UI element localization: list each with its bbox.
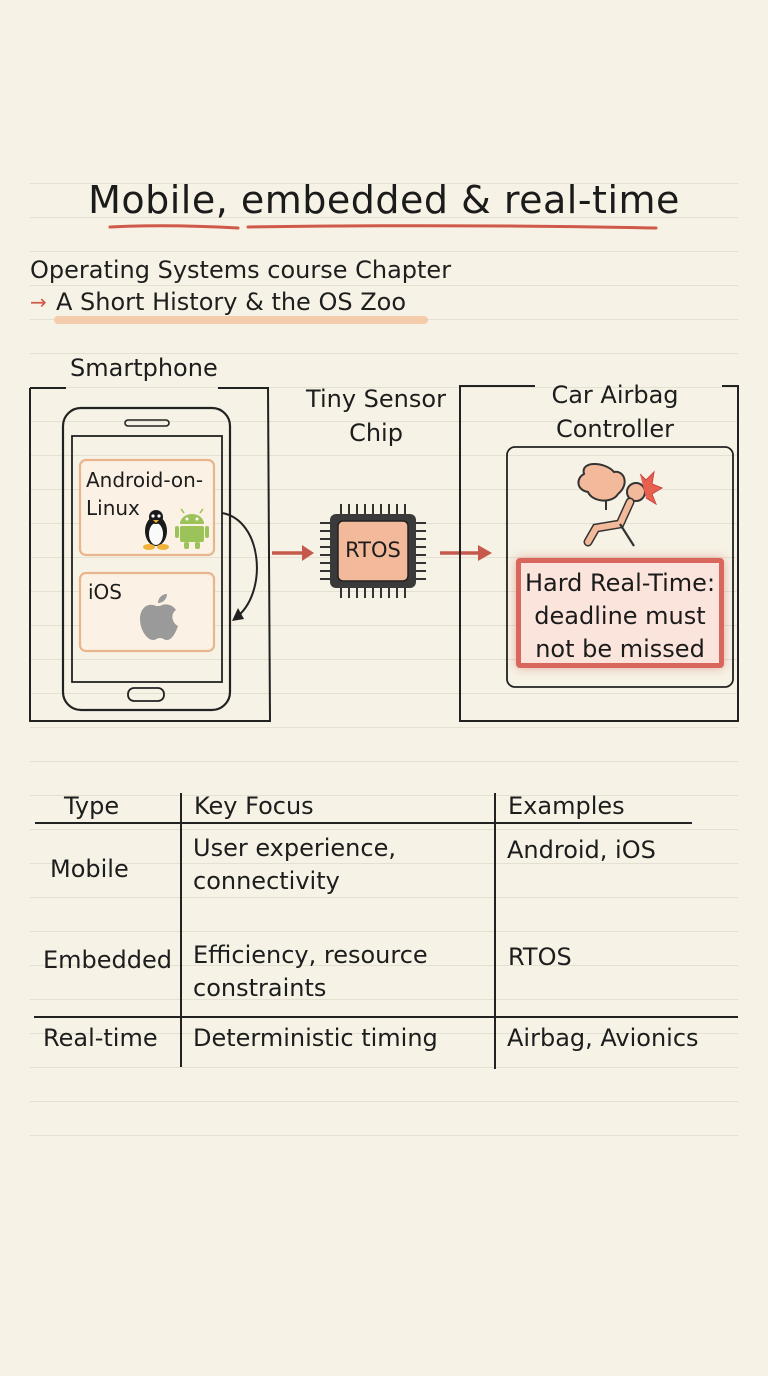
table-row-embedded-examples: RTOS bbox=[508, 943, 572, 971]
migration-arrow-head bbox=[232, 608, 244, 621]
hard-real-time-box: Hard Real-Time: deadline must not be mis… bbox=[516, 558, 724, 668]
smartphone-screen bbox=[71, 435, 223, 683]
subtitle-highlight bbox=[54, 316, 428, 324]
table-grid bbox=[34, 793, 738, 1069]
hard-rt-line1: Hard Real-Time: bbox=[524, 569, 716, 597]
mobile-focus-line2: connectivity bbox=[193, 867, 340, 895]
title-underline bbox=[108, 224, 658, 230]
hard-rt-line3: not be missed bbox=[535, 635, 705, 663]
table-row-mobile-type: Mobile bbox=[50, 855, 129, 883]
hard-real-time-text: Hard Real-Time: deadline must not be mis… bbox=[521, 567, 719, 666]
airbag-icon bbox=[577, 463, 664, 547]
car-label-line2: Controller bbox=[555, 415, 675, 443]
airbag-inner-box bbox=[506, 446, 734, 688]
table-row-realtime-focus: Deterministic timing bbox=[193, 1024, 438, 1052]
android-label-line2: Linux bbox=[86, 496, 140, 520]
sensor-chip-label: Tiny Sensor Chip bbox=[300, 382, 452, 450]
smartphone-speaker bbox=[124, 419, 170, 427]
smartphone-frame bbox=[29, 387, 272, 722]
page-title: Mobile, embedded & real-time bbox=[88, 178, 680, 222]
car-airbag-label: Car Airbag Controller bbox=[535, 378, 695, 446]
linux-penguin-icon bbox=[143, 510, 169, 550]
hard-rt-line2: deadline must bbox=[534, 602, 706, 630]
arrow-right-icon: → bbox=[30, 290, 47, 314]
course-subtitle: Operating Systems course Chapter bbox=[30, 256, 452, 284]
android-label: Android-on- Linux bbox=[86, 466, 203, 522]
table-row-embedded-focus: Efficiency, resource constraints bbox=[193, 939, 428, 1005]
car-label-line1: Car Airbag bbox=[551, 381, 679, 409]
smartphone-body bbox=[61, 406, 232, 712]
table-row-realtime-examples: Airbag, Avionics bbox=[507, 1024, 699, 1052]
rtos-chip-label: RTOS bbox=[345, 538, 401, 562]
apple-icon bbox=[140, 594, 178, 640]
table-header-examples: Examples bbox=[508, 792, 625, 820]
arrow-to-car bbox=[440, 545, 492, 561]
android-label-line1: Android-on- bbox=[86, 468, 204, 492]
chip-icon bbox=[320, 504, 426, 598]
arrow-to-chip bbox=[272, 545, 314, 561]
table-header-key-focus: Key Focus bbox=[194, 792, 314, 820]
table-row-mobile-focus: User experience, connectivity bbox=[193, 832, 396, 898]
ios-label: iOS bbox=[88, 580, 122, 604]
smartphone-label: Smartphone bbox=[70, 354, 218, 382]
table-row-mobile-examples: Android, iOS bbox=[507, 836, 656, 864]
car-frame bbox=[459, 385, 739, 722]
embedded-focus-line1: Efficiency, resource bbox=[193, 941, 428, 969]
android-icon bbox=[175, 508, 209, 549]
table-row-realtime-type: Real-time bbox=[43, 1024, 158, 1052]
chapter-subtitle: A Short History & the OS Zoo bbox=[56, 288, 407, 316]
embedded-focus-line2: constraints bbox=[193, 974, 327, 1002]
migration-arrow bbox=[221, 512, 258, 617]
table-row-embedded-type: Embedded bbox=[43, 946, 173, 974]
smartphone-home-button bbox=[127, 687, 165, 702]
table-header-type: Type bbox=[64, 792, 120, 820]
sensor-label-line2: Chip bbox=[349, 419, 403, 447]
sensor-label-line1: Tiny Sensor bbox=[306, 385, 446, 413]
mobile-focus-line1: User experience, bbox=[193, 834, 396, 862]
